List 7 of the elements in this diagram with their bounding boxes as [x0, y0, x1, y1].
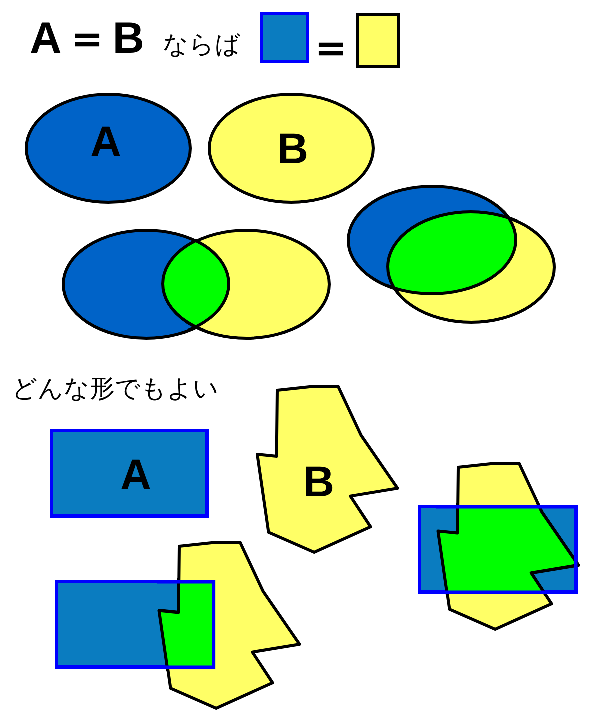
letter-label: B	[303, 462, 335, 504]
letter-label: A	[90, 122, 122, 164]
letter-label: B	[277, 128, 309, 172]
equals-sign: ＝	[309, 26, 353, 70]
subheading: どんな形でもよい	[12, 377, 219, 402]
letter-label: A	[120, 454, 152, 498]
title: A＝B ならば	[30, 17, 242, 61]
